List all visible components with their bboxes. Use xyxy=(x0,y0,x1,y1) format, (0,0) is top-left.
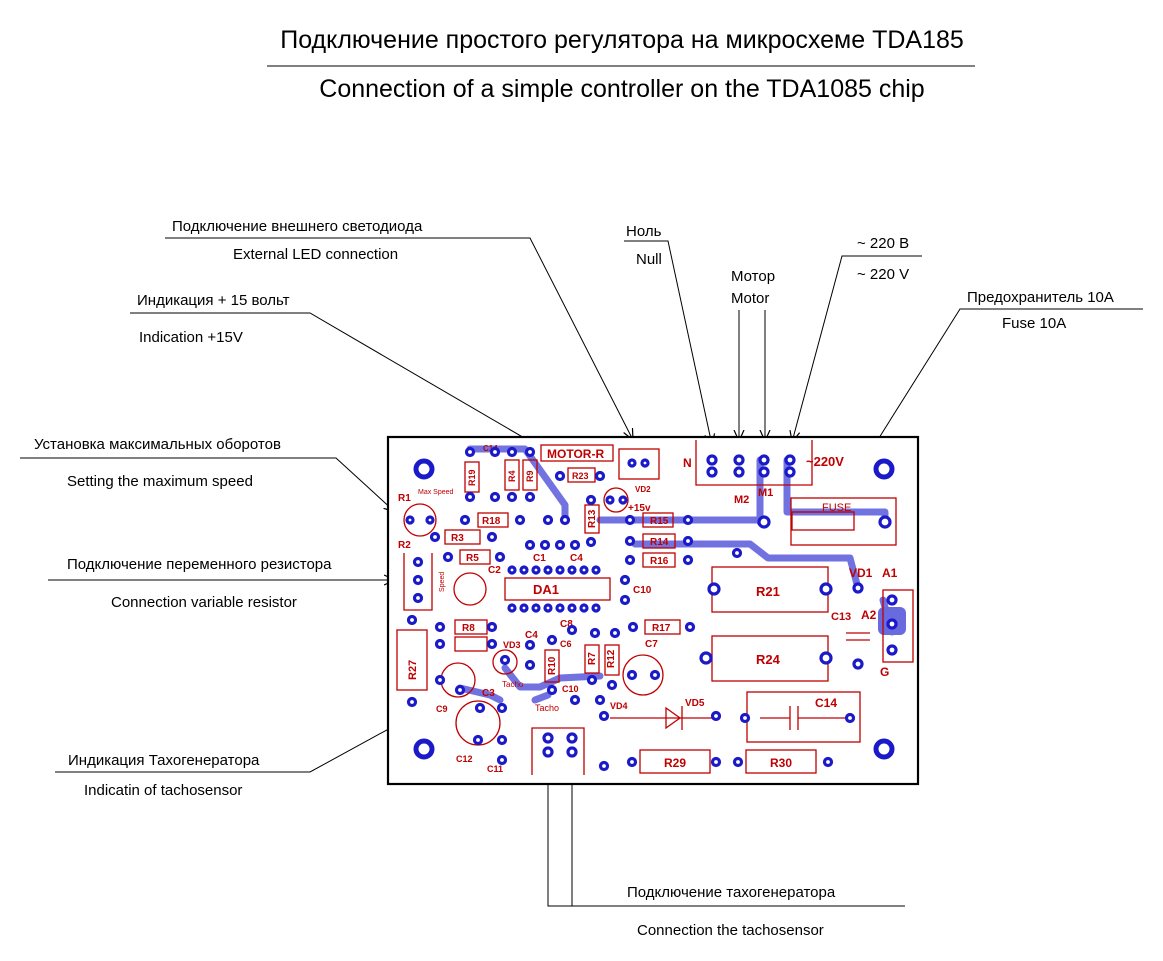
label-r24: R24 xyxy=(756,652,781,667)
label-c13: C13 xyxy=(831,611,851,623)
label-r5: R5 xyxy=(466,553,479,564)
callout-220-en: ~ 220 V xyxy=(857,266,909,283)
callout-15v-ru: Индикация + 15 вольт xyxy=(137,292,290,309)
callout-varres-en: Connection variable resistor xyxy=(111,594,297,611)
label-r23: R23 xyxy=(572,471,589,481)
leader-tachoconn-1 xyxy=(548,768,905,907)
label-fuse: FUSE xyxy=(822,502,851,514)
title-en: Connection of a simple controller on the… xyxy=(319,75,924,103)
label-c4: C4 xyxy=(570,553,583,564)
callout-led-en: External LED connection xyxy=(233,246,398,263)
label-c8: C8 xyxy=(560,619,573,630)
callout-tachoind-en: Indicatin of tachosensor xyxy=(84,782,242,799)
label-ac: ~220V xyxy=(806,454,844,469)
label-a1: A1 xyxy=(882,566,898,580)
label-r7: R7 xyxy=(587,652,598,665)
pcb-pads xyxy=(405,446,898,772)
label-c10b: C10 xyxy=(562,684,579,694)
callout-varres-ru: Подключение переменного резистора xyxy=(67,556,332,573)
title-ru: Подключение простого регулятора на микро… xyxy=(280,26,964,54)
label-r1: R1 xyxy=(398,493,411,504)
callout-led-ru: Подключение внешнего светодиода xyxy=(172,218,423,235)
label-r14: R14 xyxy=(650,537,669,548)
callout-tachoconn-ru: Подключение тахогенератора xyxy=(627,884,836,901)
label-c14-big: C14 xyxy=(815,696,837,710)
callout-15v-en: Indication +15V xyxy=(139,329,243,346)
silkscreen xyxy=(396,440,914,775)
label-r10: R10 xyxy=(547,656,558,675)
label-c9: C9 xyxy=(436,704,448,714)
label-r8: R8 xyxy=(462,623,475,634)
silkscreen-labels: MOTOR-R N ~220V M1 M2 FUSE VD1 A1 A2 G R… xyxy=(398,444,898,774)
label-r12: R12 xyxy=(606,649,617,668)
label-r30: R30 xyxy=(770,756,792,770)
callout-fuse-ru: Предохранитель 10А xyxy=(967,289,1114,306)
callout-tachoconn-en: Connection the tachosensor xyxy=(637,922,824,939)
mounting-hole-tl xyxy=(413,458,435,480)
leader-15v xyxy=(130,312,610,488)
label-c10: C10 xyxy=(633,585,652,596)
label-c1: C1 xyxy=(533,553,546,564)
label-r16: R16 xyxy=(650,556,669,567)
label-c3: C3 xyxy=(482,688,495,699)
label-g: G xyxy=(880,665,889,679)
leader-lines xyxy=(20,237,1143,907)
label-c6: C6 xyxy=(560,639,572,649)
label-r4: R4 xyxy=(507,470,517,482)
label-tacho: Tacho xyxy=(535,703,559,713)
label-r3: R3 xyxy=(451,533,464,544)
leader-led xyxy=(165,237,633,440)
label-m1: M1 xyxy=(758,487,773,499)
label-c2: C2 xyxy=(488,565,501,576)
mounting-hole-bl xyxy=(413,738,435,760)
label-r13: R13 xyxy=(587,509,598,528)
label-speed: Speed xyxy=(439,572,446,592)
label-r17: R17 xyxy=(652,623,671,634)
leader-fuse xyxy=(845,308,1143,492)
label-r9: R9 xyxy=(525,470,535,482)
label-r19: R19 xyxy=(467,469,477,486)
leader-220 xyxy=(792,255,922,442)
callout-maxspeed-en: Setting the maximum speed xyxy=(67,473,253,490)
label-vd2: VD2 xyxy=(635,485,651,494)
label-tacho2: Tacho xyxy=(502,680,524,689)
callout-220-ru: ~ 220 В xyxy=(857,235,909,252)
label-c12: C12 xyxy=(456,754,473,764)
label-vd1: VD1 xyxy=(849,566,873,580)
callout-motor-en: Motor xyxy=(731,290,769,307)
label-c4b: C4 xyxy=(525,630,538,641)
callout-tachoind-ru: Индикация Тахогенератора xyxy=(68,752,260,769)
callout-fuse-en: Fuse 10A xyxy=(1002,315,1066,332)
pcb-board xyxy=(386,435,920,786)
label-vd5: VD5 xyxy=(685,698,705,709)
leader-null xyxy=(624,240,712,445)
label-a2: A2 xyxy=(861,608,877,622)
callout-null-ru: Ноль xyxy=(626,223,662,240)
label-motor-r: MOTOR-R xyxy=(547,447,604,461)
label-c11: C11 xyxy=(487,764,503,774)
mounting-hole-tr xyxy=(873,458,895,480)
callout-motor-ru: Мотор xyxy=(731,268,775,285)
label-r2: R2 xyxy=(398,540,411,551)
callout-maxspeed-ru: Установка максимальных оборотов xyxy=(34,436,281,453)
label-15v: +15v xyxy=(628,503,651,514)
mounting-holes xyxy=(413,458,895,760)
label-c7: C7 xyxy=(645,639,658,650)
label-r29: R29 xyxy=(664,756,686,770)
label-da1: DA1 xyxy=(533,582,559,597)
label-maxspeed: Max Speed xyxy=(418,489,454,496)
mounting-hole-br xyxy=(873,738,895,760)
label-r27: R27 xyxy=(407,660,419,680)
label-r15: R15 xyxy=(650,516,669,527)
label-n: N xyxy=(683,456,692,470)
label-m2: M2 xyxy=(734,494,749,506)
label-r21: R21 xyxy=(756,584,780,599)
label-r18: R18 xyxy=(482,516,501,527)
label-vd4: VD4 xyxy=(610,701,628,711)
label-vd3: VD3 xyxy=(503,640,521,650)
label-c14: C14 xyxy=(483,444,498,453)
callout-null-en: Null xyxy=(636,251,662,268)
leader-maxspeed xyxy=(20,457,395,512)
